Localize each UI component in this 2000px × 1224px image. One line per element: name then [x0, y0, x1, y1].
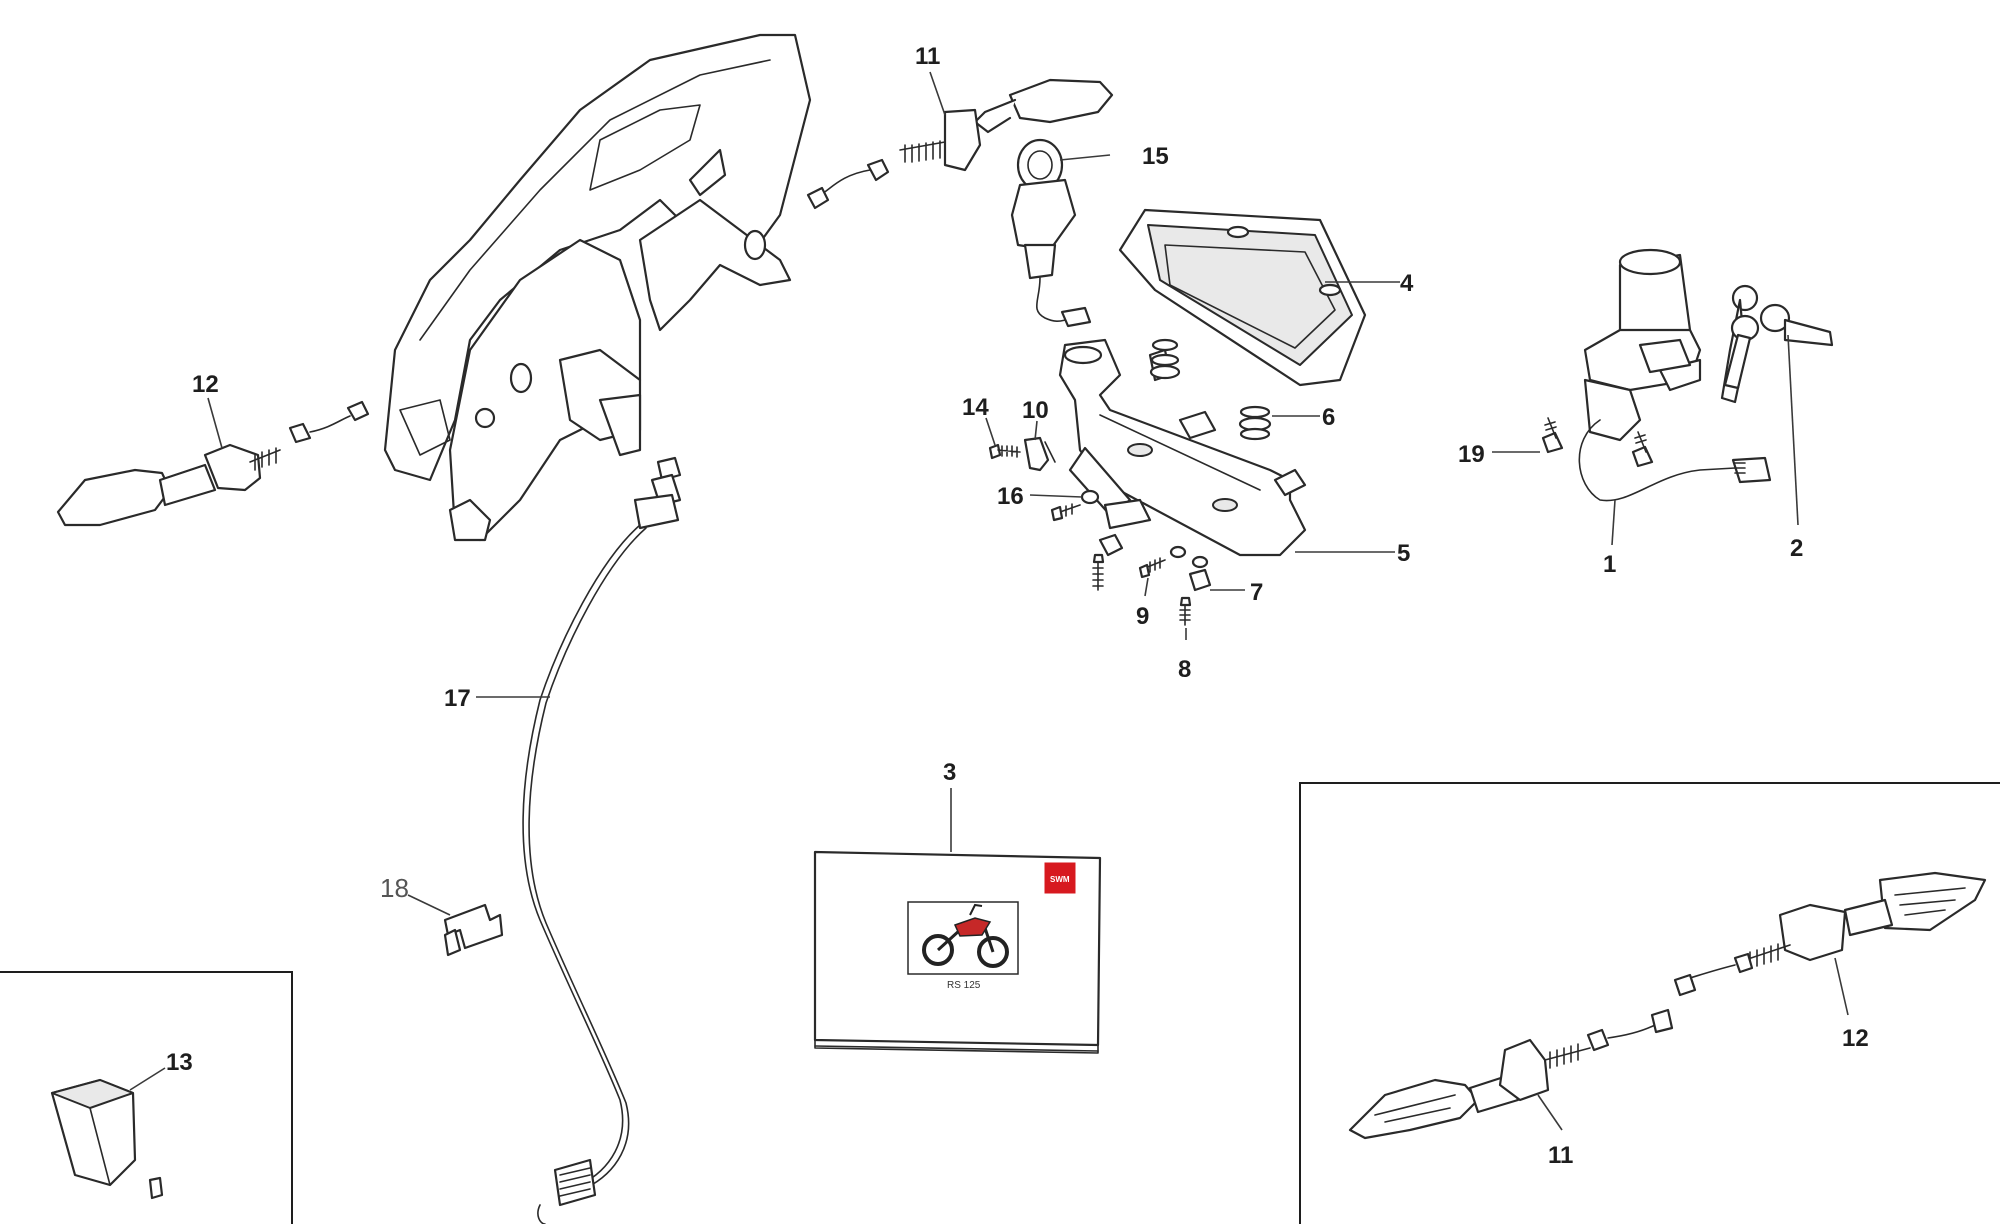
callout-9: 9: [1136, 603, 1149, 630]
fasteners: [988, 436, 1212, 626]
motorcycle-illustration: [922, 903, 1009, 968]
speed-sensor: [1010, 138, 1092, 328]
callout-17: 17: [444, 685, 471, 712]
callout-16: 16: [997, 483, 1024, 510]
callout-4: 4: [1400, 270, 1414, 297]
callout-13: 13: [166, 1049, 193, 1076]
inset-rear-turn-signals: [1299, 782, 2000, 1224]
rubber-grommets: [1148, 338, 1272, 441]
cluster-support-bracket: [1058, 338, 1307, 557]
callout-2: 2: [1790, 535, 1803, 562]
callout-12: 12: [192, 371, 219, 398]
wiring-harness: [522, 456, 682, 1224]
brand-logo: [1044, 862, 1076, 894]
callout-19: 19: [1458, 441, 1485, 468]
ignition-switch: [1578, 248, 1772, 502]
turn-signal-front-right: [806, 78, 1114, 210]
callout-10: 10: [1022, 397, 1049, 424]
cable-clip: [443, 903, 504, 957]
instrument-cluster: [1118, 208, 1367, 387]
callout-11: 11: [915, 43, 940, 70]
callout-11-inset: 11: [1548, 1142, 1573, 1169]
callout-6: 6: [1322, 404, 1335, 431]
inset-relay: [0, 971, 293, 1224]
callout-1: 1: [1603, 551, 1616, 578]
callout-18: 18: [380, 873, 409, 903]
callout-12-inset: 12: [1842, 1025, 1869, 1052]
callout-8: 8: [1178, 656, 1191, 683]
manual-title: RS 125: [947, 980, 981, 991]
ignition-keys: [1720, 284, 1834, 404]
manual-logo-text: SWM: [1050, 875, 1070, 884]
callout-15: 15: [1142, 143, 1169, 170]
turn-signal-front-left: [56, 400, 370, 527]
callout-3: 3: [943, 759, 956, 786]
screws-19: [1541, 417, 1654, 468]
headlight-fairing: [383, 33, 812, 542]
owners-manual: SWM RS 125: [813, 850, 1102, 1054]
callout-7: 7: [1250, 579, 1263, 606]
callout-14: 14: [962, 394, 989, 421]
callout-5: 5: [1397, 540, 1410, 567]
